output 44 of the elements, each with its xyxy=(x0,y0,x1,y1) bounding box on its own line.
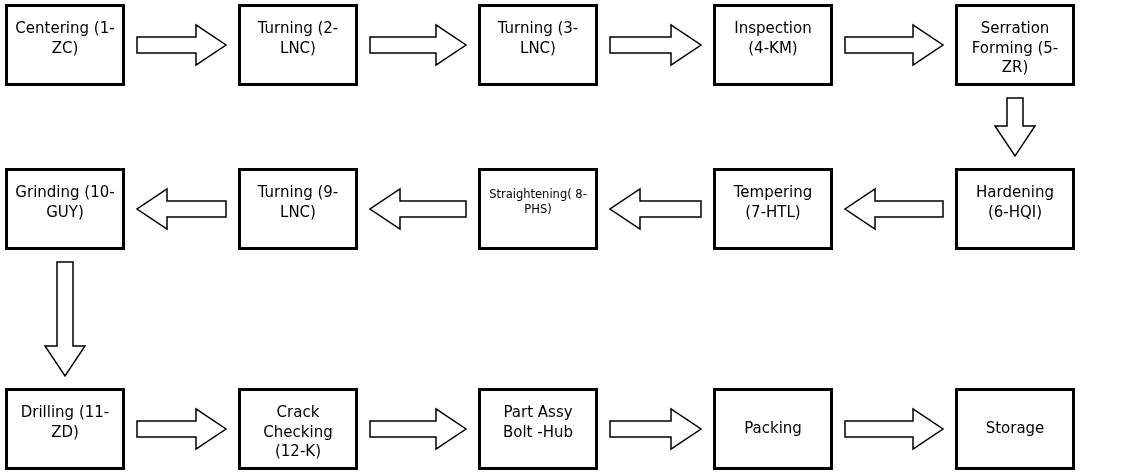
process-box xyxy=(5,4,125,86)
block-arrow xyxy=(136,23,228,67)
process-box xyxy=(955,168,1075,250)
process-box xyxy=(238,388,358,470)
process-box xyxy=(478,4,598,86)
step-label: Straightening( 8-PHS) xyxy=(488,187,588,217)
block-arrow xyxy=(43,261,87,378)
process-box xyxy=(713,168,833,250)
block-arrow xyxy=(136,407,228,451)
step-label: Part Assy Bolt -Hub xyxy=(502,403,574,442)
step-label: Centering (1-ZC) xyxy=(14,19,116,58)
step-label: Turning (2-LNC) xyxy=(256,19,340,58)
block-arrow xyxy=(844,407,945,451)
process-box xyxy=(955,4,1075,86)
block-arrow xyxy=(609,407,703,451)
step-label: Turning (3-LNC) xyxy=(496,19,580,58)
step-label: Drilling (11-ZD) xyxy=(19,403,111,442)
step-label: Packing xyxy=(744,419,802,439)
process-box xyxy=(238,168,358,250)
step-label: Grinding (10-GUY) xyxy=(14,183,116,222)
process-box xyxy=(713,4,833,86)
process-box xyxy=(478,388,598,470)
block-arrow xyxy=(369,23,468,67)
block-arrow xyxy=(135,187,227,231)
step-label: Crack Checking (12-K) xyxy=(262,403,334,462)
block-arrow xyxy=(369,407,468,451)
block-arrow xyxy=(844,23,945,67)
block-arrow xyxy=(609,23,703,67)
block-arrow xyxy=(843,187,944,231)
step-label: Hardening (6-HQI) xyxy=(975,183,1055,222)
step-label: Inspection (4-KM) xyxy=(733,19,813,58)
process-box xyxy=(478,168,598,250)
process-box xyxy=(238,4,358,86)
step-label: Turning (9-LNC) xyxy=(256,183,340,222)
process-box xyxy=(955,388,1075,470)
process-box xyxy=(713,388,833,470)
block-arrow xyxy=(993,97,1037,158)
block-arrow xyxy=(608,187,702,231)
process-box xyxy=(5,388,125,470)
step-label: Storage xyxy=(985,419,1045,439)
block-arrow xyxy=(368,187,467,231)
step-label: Serration Forming (5-ZR) xyxy=(970,19,1060,78)
process-box xyxy=(5,168,125,250)
step-label: Tempering (7-HTL) xyxy=(732,183,814,222)
